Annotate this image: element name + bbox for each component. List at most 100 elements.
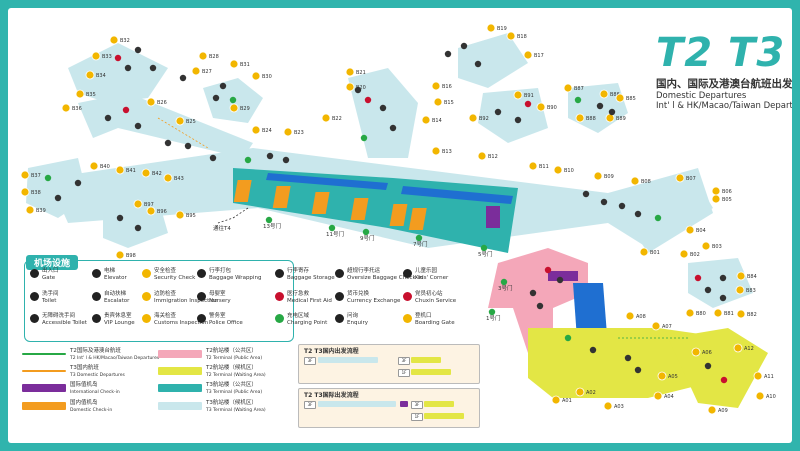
boarding-gate-icon — [477, 151, 487, 161]
west-pier — [78, 93, 253, 158]
legend-label-cn: 行李打包 — [209, 268, 232, 274]
gate-door-icon — [415, 234, 423, 242]
kids-icon — [403, 269, 412, 278]
facility-icon — [544, 266, 552, 274]
gate-label: B97 — [144, 202, 154, 208]
facility-icon — [564, 334, 572, 342]
legend-label-en: Security Check — [154, 275, 196, 281]
gate-label: B04 — [696, 228, 706, 234]
boarding-gate-icon — [251, 71, 261, 81]
boarding-gate-icon — [75, 89, 85, 99]
boarding-gate-icon — [146, 206, 156, 216]
gate-label: B40 — [100, 164, 110, 170]
door-label: 11号门 — [326, 230, 344, 238]
facility-icon — [104, 114, 112, 122]
customs-icon — [142, 314, 151, 323]
domestic-1f-badge: 1F — [398, 369, 410, 377]
gate-label: B37 — [31, 173, 41, 179]
facility-icon — [354, 86, 362, 94]
boarding-gate-icon — [513, 90, 523, 100]
facility-icon — [720, 376, 728, 384]
key-label-en: T3 Terminal (Waiting Area) — [206, 408, 266, 413]
facility-icon — [229, 96, 237, 104]
international-1f-badge: 1F — [411, 413, 423, 421]
boarding-gate-icon — [753, 371, 763, 381]
gate-label: B86 — [610, 92, 620, 98]
boarding-gate-icon — [229, 103, 239, 113]
facility-icon — [164, 139, 172, 147]
boarding-gate-icon — [605, 113, 615, 123]
key-t2-international-swatch — [22, 353, 66, 355]
key-label-cn: T2航站楼（候机区） — [206, 365, 257, 371]
legend-label-en: Nursery — [209, 298, 231, 304]
police-icon — [197, 314, 206, 323]
domestic-checkin-island — [389, 204, 408, 226]
facility-icon — [589, 346, 597, 354]
facility-icon — [184, 142, 192, 150]
legend-label-en: Enquiry — [347, 320, 368, 326]
boarding-gate-icon — [345, 82, 355, 92]
gate-label: B19 — [497, 26, 507, 32]
boarding-gate-icon — [685, 225, 695, 235]
elevator-icon — [92, 269, 101, 278]
gate-label: B85 — [626, 96, 636, 102]
legend-label-en: Immigration Inspection — [154, 298, 218, 304]
gate-label: A09 — [718, 408, 728, 414]
key-t3-waiting: T3航站楼（候机区）T3 Terminal (Waiting Area) — [206, 400, 266, 414]
gate-label: B06 — [722, 189, 732, 195]
door-label: 5号门 — [478, 250, 493, 258]
facility-icon — [596, 102, 604, 110]
facility-icon — [574, 96, 582, 104]
facility-icon — [694, 274, 702, 282]
facility-icon — [634, 210, 642, 218]
legend-label-cn: 超规行李托运 — [347, 268, 381, 274]
gate-label: A10 — [766, 394, 776, 400]
gate-label: B08 — [641, 179, 651, 185]
gate-label: B84 — [747, 274, 757, 280]
boarding-gate-icon — [61, 103, 71, 113]
gate-label: B89 — [616, 116, 626, 122]
facility-icon — [124, 64, 132, 72]
boarding-gate-icon — [528, 161, 538, 171]
t2-international-checkin — [548, 271, 578, 281]
gate-label: B38 — [31, 190, 41, 196]
key-t2-public: T2航站楼（公共区）T2 Terminal (Public Area) — [206, 348, 262, 362]
boarding-gate-icon — [711, 194, 721, 204]
immigration-icon — [142, 292, 151, 301]
boarding-gate-icon — [198, 51, 208, 61]
title-en-domestic: Domestic Departures — [656, 91, 747, 101]
legend-label-cn: 行李寄存 — [287, 268, 310, 274]
legend-label-en: VIP Lounge — [104, 320, 135, 326]
gate-label: B39 — [36, 208, 46, 214]
legend-label-en: Escalator — [104, 298, 130, 304]
facility-icon — [122, 106, 130, 114]
boarding-gate-icon — [599, 89, 609, 99]
enquiry-icon — [335, 314, 344, 323]
key-t3-domestic-swatch — [22, 370, 66, 372]
international-3f-badge: 3F — [304, 401, 316, 409]
legend-label-cn: 母婴室 — [209, 291, 226, 297]
legend-label-cn: 货币兑换 — [347, 291, 370, 297]
key-label-cn: T3国内航班 — [70, 365, 99, 371]
domestic-flow-box — [298, 344, 480, 384]
boarding-gate-icon — [630, 176, 640, 186]
boarding-gate-icon — [175, 116, 185, 126]
domestic-step-3 — [411, 369, 451, 375]
key-t3-waiting-swatch — [158, 402, 202, 410]
gate-label: B88 — [586, 116, 596, 122]
boarding-gate-icon — [755, 391, 765, 401]
boarding-gate-icon — [175, 210, 185, 220]
door-label: 1号门 — [486, 314, 501, 322]
title-block: T2 T3 国内、国际及港澳台航班出发 Domestic Departures … — [656, 32, 792, 111]
key-label-en: International Check-in — [70, 390, 120, 395]
